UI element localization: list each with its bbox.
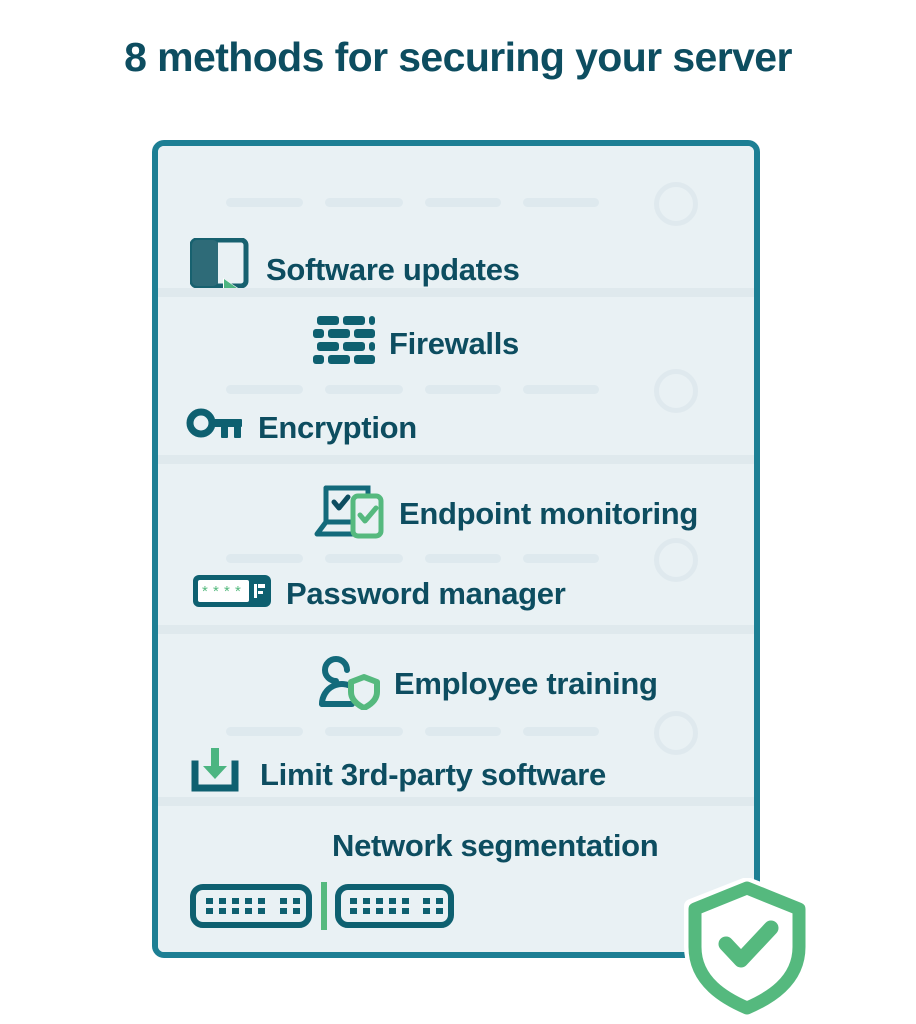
key-icon [186,407,244,448]
skeleton-circle [654,182,698,226]
skeleton-dash [325,554,403,563]
row-training-thirdparty: Employee training Limit 3rd-party softwa… [158,634,754,806]
skeleton-dash [325,727,403,736]
skeleton-dashes [226,385,599,394]
skeleton-dash [226,554,303,563]
item-endpoint-monitoring[interactable]: Endpoint monitoring [313,482,698,545]
row-separator [158,288,754,297]
item-label: Endpoint monitoring [399,496,699,531]
item-limit-third-party-software[interactable]: Limit 3rd-party software [188,746,606,803]
item-label: Password manager [286,576,566,611]
item-firewalls[interactable]: Firewalls [313,314,519,373]
item-network-segmentation-label[interactable]: Network segmentation [332,828,659,863]
item-label: Limit 3rd-party software [260,757,606,792]
shield-check-badge [684,877,810,1019]
svg-text:*: * [224,583,230,600]
skeleton-dash [226,198,303,207]
methods-card: Software updates [152,140,760,958]
item-password-manager[interactable]: * * * * Password manager [192,574,566,613]
skeleton-dash [523,385,599,394]
item-software-updates[interactable]: Software updates [189,237,520,301]
row-network-segmentation: Network segmentation [158,806,754,952]
skeleton-dashes [226,554,599,563]
svg-text:*: * [202,583,208,600]
skeleton-dash [325,198,403,207]
password-field-key-icon: * * * * [192,574,272,613]
skeleton-dash [425,727,501,736]
item-employee-training[interactable]: Employee training [316,652,658,715]
skeleton-dash [226,385,303,394]
row-separator [158,455,754,464]
skeleton-circle [654,369,698,413]
svg-text:*: * [213,583,219,600]
skeleton-dash [325,385,403,394]
row-separator [158,625,754,634]
page-title: 8 methods for securing your server [124,34,792,80]
network-switches-icon [190,882,454,935]
item-label: Network segmentation [332,828,659,863]
item-network-segmentation[interactable] [190,882,454,935]
skeleton-circle [654,538,698,582]
row-software-updates: Software updates [158,146,754,300]
skeleton-dash [425,385,501,394]
brick-wall-icon [313,314,375,373]
skeleton-dash [523,727,599,736]
item-label: Firewalls [389,326,519,361]
skeleton-dash [523,554,599,563]
row-firewalls-encryption: Firewalls Encryption [158,297,754,464]
row-endpoint-password: Endpoint monitoring * * * * [158,464,754,634]
row-separator [158,797,754,806]
laptop-phone-check-icon [313,482,385,545]
skeleton-dash [226,727,303,736]
svg-text:*: * [235,583,241,600]
item-encryption[interactable]: Encryption [186,407,417,448]
item-label: Software updates [266,252,520,287]
skeleton-dash [523,198,599,207]
skeleton-dashes [226,198,599,207]
item-label: Encryption [258,410,417,445]
skeleton-circle [654,711,698,755]
skeleton-dash [425,198,501,207]
person-shield-icon [316,652,380,715]
skeleton-dashes [226,727,599,736]
item-label: Employee training [394,666,658,701]
skeleton-dash [425,554,501,563]
download-tray-icon [188,746,246,803]
